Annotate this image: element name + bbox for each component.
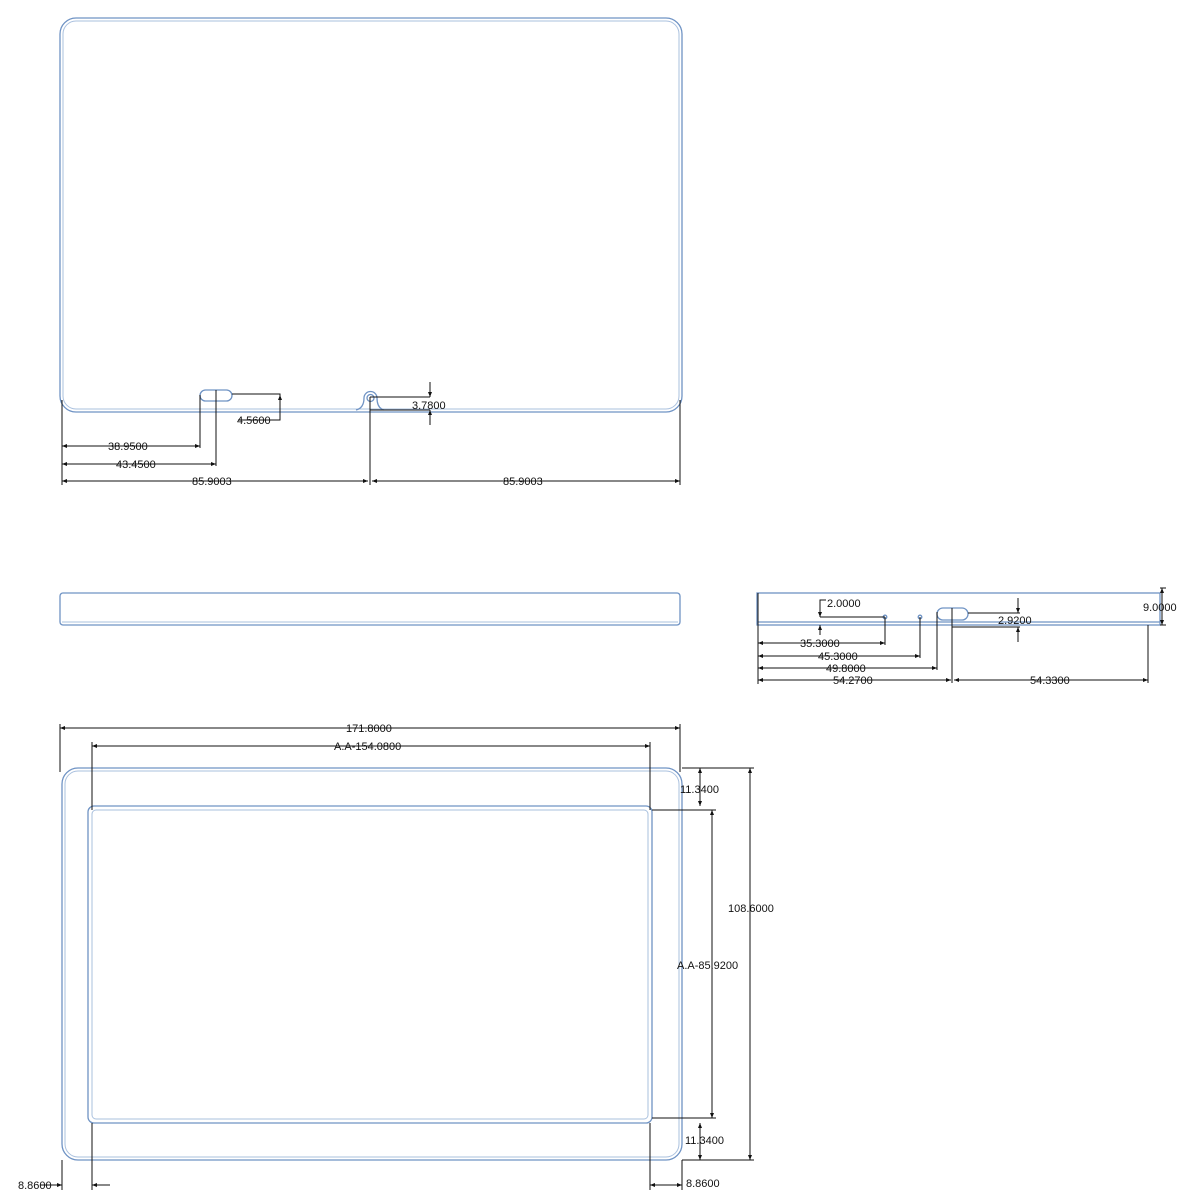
dim-hole2: 45.3000 xyxy=(818,651,858,663)
dim-slot-left: 38.9500 xyxy=(108,441,148,453)
top-notch xyxy=(355,390,385,411)
active-area-inner xyxy=(91,809,649,1120)
dim-bottom-border: 11.3400 xyxy=(685,1135,724,1147)
front-view: 171.8000 A.A-154.0800 11.3400 108.6000 A… xyxy=(18,723,774,1192)
top-outline-inner xyxy=(62,20,680,410)
dim-overall-width: 171.8000 xyxy=(346,723,392,735)
dim-slot-to-end: 54.3300 xyxy=(1030,675,1070,687)
dim-slot-right: 43.4500 xyxy=(116,459,156,471)
active-area-outer xyxy=(87,805,653,1124)
dim-half-right: 85.9003 xyxy=(503,476,543,488)
dim-hole1: 35.3000 xyxy=(800,638,840,650)
dim-thickness: 9.0000 xyxy=(1143,602,1177,614)
dim-left-border: 8.8600 xyxy=(18,1180,52,1192)
front-outline-outer xyxy=(61,767,683,1161)
dim-notch-depth: 3.7800 xyxy=(412,400,446,412)
dim-slot-start: 49.8000 xyxy=(826,663,866,675)
side-view-long xyxy=(59,592,681,626)
dim-active-width: A.A-154.0800 xyxy=(334,741,401,753)
side-outline xyxy=(59,592,681,626)
top-view: 38.9500 43.4500 85.9003 85.9003 4.5600 3… xyxy=(59,17,683,488)
dim-side-slot-height: 2.9200 xyxy=(998,615,1032,627)
dim-hole-dia: 2.0000 xyxy=(827,598,861,610)
dim-slot-center: 54.2700 xyxy=(833,675,873,687)
dim-slot-height: 4.5600 xyxy=(237,415,271,427)
dim-overall-height: 108.6000 xyxy=(728,903,774,915)
top-outline-outer xyxy=(59,17,683,413)
side-view-short: 2.0000 35.3000 45.3000 49.8000 54.2700 5… xyxy=(756,587,1177,687)
dim-active-height: A.A-85.9200 xyxy=(677,960,738,972)
dim-right-border: 8.8600 xyxy=(686,1178,720,1190)
front-outline-inner xyxy=(64,770,680,1158)
dim-half-left: 85.9003 xyxy=(192,476,232,488)
dim-top-border: 11.3400 xyxy=(680,784,719,796)
